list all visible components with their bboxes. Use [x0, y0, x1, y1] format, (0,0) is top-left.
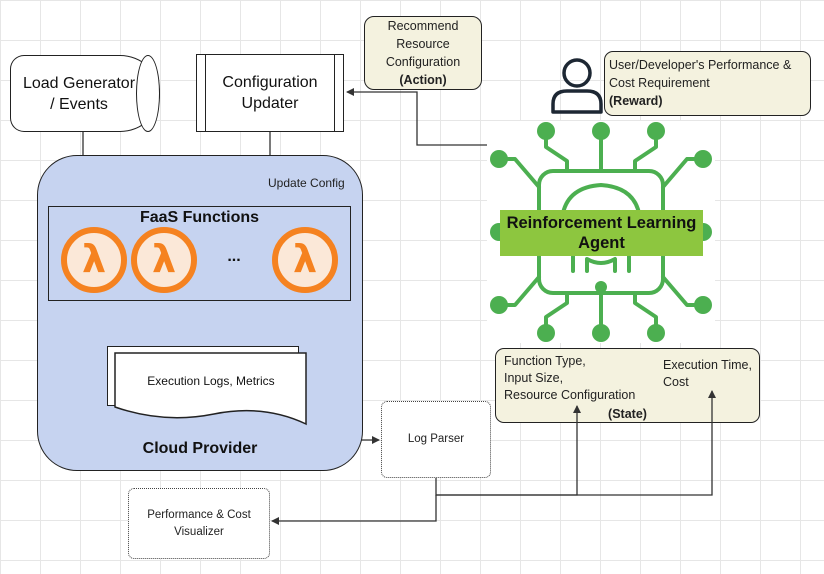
config-updater-line1: Configuration	[222, 74, 318, 91]
log-parser: Log Parser	[381, 401, 491, 478]
more-functions-ellipsis: ...	[227, 248, 241, 265]
update-config-label: Update Config	[268, 176, 345, 190]
config-updater-line2: Updater	[241, 95, 299, 112]
arrow-parser-to-visualizer	[271, 495, 437, 525]
faas-functions-title: FaaS Functions	[139, 209, 260, 226]
state-left-line2: Input Size,	[504, 371, 564, 385]
state-left-line3: Resource Configuration	[504, 388, 636, 402]
agent-line2: Agent	[578, 234, 625, 252]
reward-note: User/Developer's Performance & Cost Requ…	[604, 51, 811, 116]
state-note: Function Type, Input Size, Resource Conf…	[495, 348, 760, 423]
lambda-icon: λ	[131, 227, 197, 293]
load-generator-line1: Load Generator	[22, 74, 136, 92]
lambda-icon: λ	[272, 227, 338, 293]
state-tag: (State)	[608, 407, 647, 421]
agent-line1: Reinforcement Learning	[506, 214, 697, 232]
action-tag: (Action)	[399, 73, 447, 87]
state-right-line2: Cost	[663, 375, 689, 389]
reward-line2: Cost Requirement	[609, 76, 710, 90]
lambda-icon: λ	[61, 227, 127, 293]
state-right-line1: Execution Time,	[663, 358, 752, 372]
state-outputs: Execution Time, Cost	[663, 357, 752, 391]
load-generator-line2: / Events	[50, 95, 108, 113]
cloud-provider-label: Cloud Provider	[142, 440, 258, 457]
reward-tag: (Reward)	[609, 94, 663, 108]
visualizer-line2: Visualizer	[174, 525, 224, 538]
reward-line1: User/Developer's Performance &	[609, 58, 792, 72]
state-left-line1: Function Type,	[504, 354, 586, 368]
cylinder-cap	[136, 55, 160, 132]
rl-agent-label: Reinforcement Learning Agent	[500, 210, 703, 256]
action-line1: Recommend	[387, 19, 459, 33]
log-parser-label: Log Parser	[407, 433, 465, 445]
action-line2: Resource	[396, 37, 450, 51]
execution-logs-doc	[114, 352, 307, 426]
user-icon	[551, 58, 603, 114]
action-line3: Configuration	[385, 55, 461, 69]
state-inputs: Function Type, Input Size, Resource Conf…	[504, 353, 635, 404]
execution-logs-label: Execution Logs, Metrics	[147, 374, 275, 388]
visualizer-line1: Performance & Cost	[147, 508, 251, 521]
action-note: Recommend Resource Configuration (Action…	[364, 16, 482, 90]
performance-cost-visualizer: Performance & Cost Visualizer	[128, 488, 270, 559]
arrow-agent-to-config	[346, 88, 487, 146]
arrow-parser-to-state-right	[436, 390, 716, 496]
configuration-updater: Configuration Updater	[196, 54, 344, 132]
